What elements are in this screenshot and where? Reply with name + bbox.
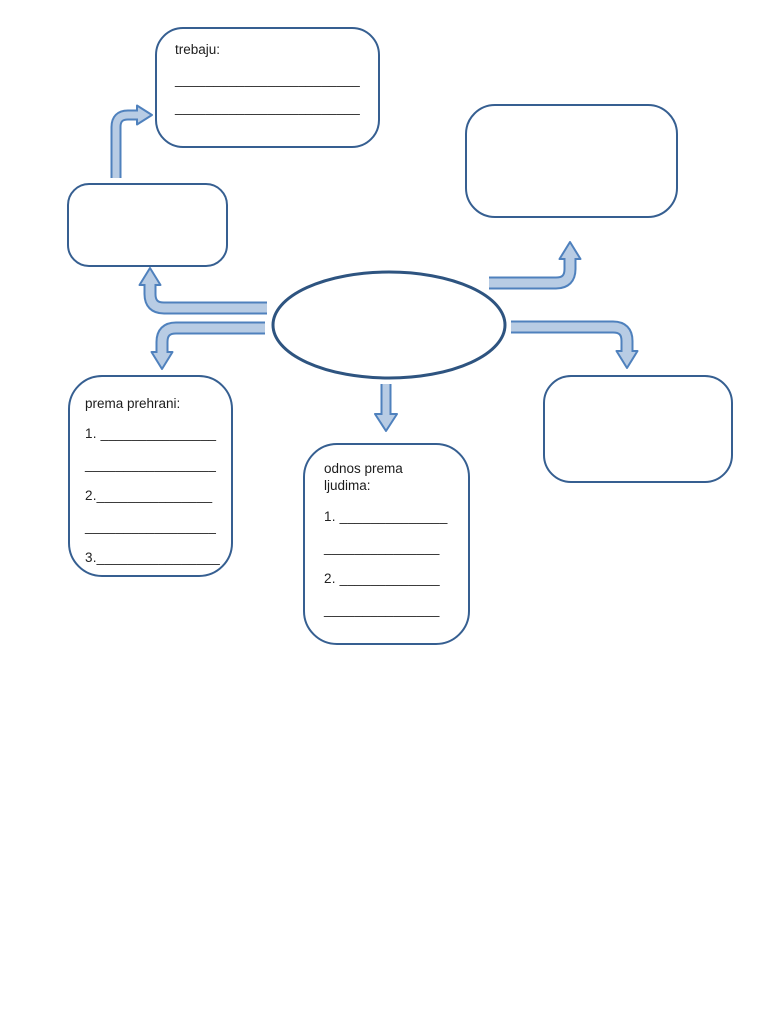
box-odnos-prema-ljudima: odnos prema ljudima: 1. ______________ _… (303, 443, 470, 645)
blank-line: ________________________ (175, 72, 360, 87)
arrow-topleft-to-top-box (110, 104, 153, 178)
box-trebaju: trebaju: ________________________ ______… (155, 27, 380, 148)
blank-line: 1. ______________ (324, 509, 448, 524)
arrow-ellipse-to-topright-box (489, 241, 582, 290)
blank-line: _________________ (85, 457, 217, 472)
box-empty-right (543, 375, 733, 483)
arrow-ellipse-to-right-box (511, 320, 639, 369)
arrow-ellipse-to-bottomleft-box (150, 321, 265, 370)
arrow-ellipse-to-bottommiddle-box (374, 384, 398, 432)
blank-line: _______________ (324, 602, 440, 617)
blank-line: ________________________ (175, 100, 360, 115)
blank-line: 3.________________ (85, 550, 220, 565)
arrow-ellipse-to-topleft-box (138, 267, 267, 315)
blank-line: 2. _____________ (324, 571, 440, 586)
box-odnos-label: odnos prema ljudima: (324, 461, 407, 493)
box-empty-topright (465, 104, 678, 218)
box-prema-prehrani: prema prehrani: 1. _______________ _____… (68, 375, 233, 577)
blank-line: _________________ (85, 519, 217, 534)
box-empty-topleft (67, 183, 228, 267)
box-trebaju-label: trebaju: (175, 42, 221, 57)
box-prema-prehrani-label: prema prehrani: (85, 396, 181, 411)
center-ellipse (271, 270, 507, 380)
blank-line: 2._______________ (85, 488, 213, 503)
blank-line: _______________ (324, 540, 440, 555)
blank-line: 1. _______________ (85, 426, 217, 441)
